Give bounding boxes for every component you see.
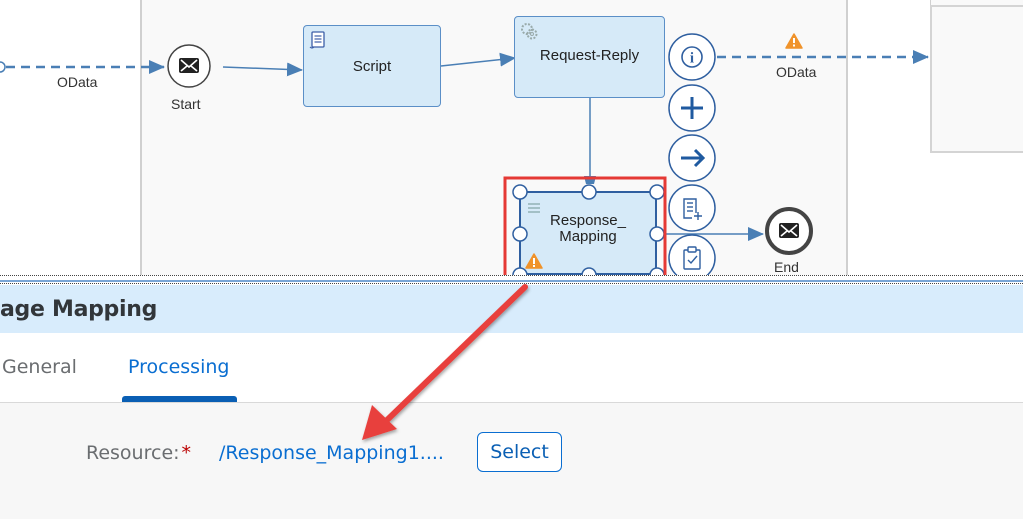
add-list-icon [683, 198, 702, 220]
selection-highlight-box [503, 176, 667, 275]
receiver-participant[interactable] [930, 5, 1023, 153]
resize-handle [512, 267, 528, 275]
gear-icon [521, 23, 538, 40]
properties-tabs: General Processing [0, 333, 1023, 403]
select-button[interactable]: Select [477, 432, 562, 472]
mapping-step-label-line1: Response_ [550, 212, 626, 229]
script-step[interactable]: Script [303, 25, 441, 107]
envelope-icon [179, 58, 199, 73]
clipboard-check-icon [683, 246, 701, 270]
plus-icon [681, 97, 703, 119]
end-event-label: End [774, 259, 799, 275]
required-marker: * [181, 442, 192, 464]
script-icon [309, 31, 325, 49]
resize-handle [512, 226, 528, 242]
warning-icon [785, 33, 803, 49]
info-icon: i [690, 51, 694, 67]
properties-title: age Mapping [0, 297, 158, 322]
resource-label-text: Resource: [86, 442, 180, 464]
resource-label: Resource:* [86, 442, 191, 464]
sender-channel-label: OData [57, 74, 98, 90]
request-reply-step[interactable]: Request-Reply [514, 16, 665, 98]
start-event-label: Start [171, 96, 201, 112]
integration-process-pool [140, 0, 848, 275]
arrow-right-icon [681, 148, 706, 168]
connect-action-button [668, 134, 716, 182]
flow-connectors [0, 33, 929, 255]
script-step-label: Script [352, 57, 392, 75]
resize-handle [581, 184, 597, 200]
request-reply-step-label: Request-Reply [539, 47, 640, 64]
properties-header: age Mapping [0, 285, 1023, 333]
tab-processing[interactable]: Processing [128, 356, 230, 378]
validate-action-button [668, 234, 716, 275]
integration-flow-canvas[interactable]: OData Start OData End Script Request-Rep… [0, 0, 1023, 275]
info-action-button: i [668, 33, 716, 81]
add-step-action-button [668, 184, 716, 232]
script-to-request-flow [440, 52, 516, 67]
selection-handles: i [503, 33, 716, 275]
resource-link[interactable]: /Response_Mapping1.... [219, 442, 444, 464]
processing-panel: Resource:* /Response_Mapping1.... Select [0, 403, 1023, 519]
mapping-step-label-line2: Mapping [559, 228, 617, 245]
warning-icon [525, 253, 543, 269]
envelope-filled-icon [779, 223, 799, 238]
tab-general[interactable]: General [2, 356, 77, 378]
resize-handle [581, 267, 597, 275]
resize-handle [512, 184, 528, 200]
receiver-channel-label: OData [776, 64, 817, 80]
resize-handle [649, 184, 665, 200]
start-to-script-flow [222, 62, 303, 77]
resize-handle [649, 226, 665, 242]
add-action-button [668, 84, 716, 132]
active-tab-indicator [122, 396, 237, 402]
mapping-icon [528, 203, 540, 213]
panel-splitter[interactable] [0, 275, 1023, 285]
resize-handle [649, 267, 665, 275]
sender-channel-endpoint [0, 61, 6, 73]
